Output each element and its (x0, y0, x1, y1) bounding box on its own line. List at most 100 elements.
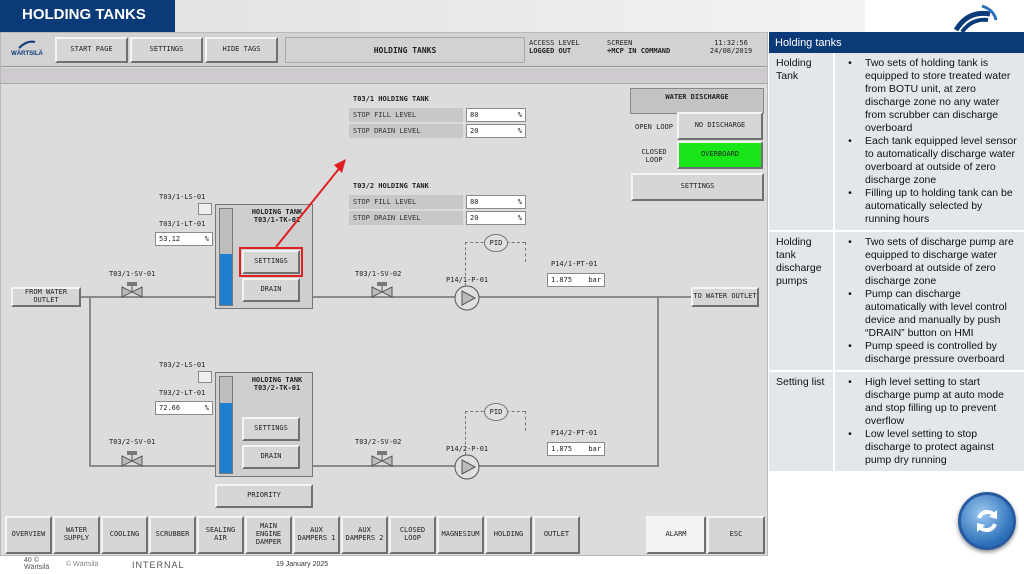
tank1-stop-fill-unit: % (517, 111, 522, 119)
nav-button-main-engine-damper[interactable]: MAIN ENGINE DAMPER (245, 516, 292, 554)
tank1-level-switch (198, 203, 212, 215)
bullet-icon: • (848, 57, 852, 69)
tank2-sv1-tag: T03/2-SV-01 (109, 438, 156, 446)
info-row-bullets: •Two sets of holding tank is equipped to… (835, 53, 1024, 230)
tank2-settings-button[interactable]: SETTINGS (242, 417, 300, 441)
nav-button-magnesium[interactable]: MAGNESIUM (437, 516, 484, 554)
tank2-title: HOLDING TANK T03/2-TK-01 (241, 376, 313, 392)
tank2-stop-fill-value: 80 (470, 198, 479, 206)
footer-page: 40 © Wärtsilä (24, 557, 49, 571)
tank2-stop-fill-label: STOP FILL LEVEL (349, 195, 463, 209)
esc-button[interactable]: ESC (707, 516, 765, 554)
refresh-icon[interactable] (958, 492, 1016, 550)
tank2-stop-fill-unit: % (517, 198, 522, 206)
tank2-stop-drain-label: STOP DRAIN LEVEL (349, 211, 463, 225)
nav-button-closed-loop[interactable]: CLOSED LOOP (389, 516, 436, 554)
hmi-top-bar (1, 33, 767, 67)
valve-icon[interactable] (371, 451, 393, 476)
tank1-stop-drain-input[interactable]: 20% (466, 124, 526, 138)
tank1-pid[interactable]: PID (484, 234, 508, 252)
nav-button-sealing-air[interactable]: SEALING AIR (197, 516, 244, 554)
nav-button-overview[interactable]: OVERVIEW (5, 516, 52, 554)
pid-link-2 (465, 411, 467, 455)
valve-icon[interactable] (121, 451, 143, 476)
nav-button-outlet[interactable]: OUTLET (533, 516, 580, 554)
nav-button-aux-dampers-1[interactable]: AUX DAMPERS 1 (293, 516, 340, 554)
tank2-pt-value: 1.875 (551, 445, 573, 453)
alarm-button[interactable]: ALARM (646, 516, 706, 554)
screen-value: +MCP IN COMMAND (607, 47, 671, 55)
priority-button[interactable]: PRIORITY (215, 484, 313, 508)
pid-link (465, 242, 467, 286)
info-row-label: Holding tank discharge pumps (769, 232, 835, 371)
info-row-label: Holding Tank (769, 53, 835, 231)
tank2-stop-fill-input[interactable]: 80% (466, 195, 526, 209)
bullet-icon: • (848, 288, 852, 301)
closed-loop-label: CLOSED LOOP (641, 148, 667, 164)
no-discharge-button[interactable]: NO DISCHARGE (677, 112, 763, 140)
screen-label: SCREEN (607, 39, 633, 47)
tank1-title: HOLDING TANK T03/1-TK-01 (241, 208, 313, 224)
tank1-settings-highlight (239, 247, 303, 277)
bullet-text: Low level setting to stop discharge to p… (865, 428, 994, 467)
tank1-pt-value: 1.875 (551, 276, 573, 284)
tank2-pid[interactable]: PID (484, 403, 508, 421)
access-level-value: LOGGED OUT (529, 47, 572, 55)
info-table-row: Setting list • High level setting to start… (769, 372, 1024, 474)
tank1-pt-tag: P14/1-PT-01 (551, 260, 598, 268)
start-page-button[interactable]: START PAGE (55, 37, 128, 63)
tank1-level-gauge (219, 208, 233, 306)
water-discharge-panel (630, 88, 764, 114)
pipe-line-2 (89, 465, 659, 467)
footer-date: 19 January 2025 (276, 561, 329, 568)
valve-icon[interactable] (371, 282, 393, 307)
tank2-drain-button[interactable]: DRAIN (242, 445, 300, 469)
settings-button[interactable]: SETTINGS (130, 37, 203, 63)
nav-button-holding[interactable]: HOLDING (485, 516, 532, 554)
tank2-lt-tag: T03/2-LT-01 (159, 389, 206, 397)
tank2-lt-unit: % (204, 404, 209, 412)
wartsila-logo-icon (938, 4, 1000, 34)
bullet-item: •Filling up to holding tank can be autom… (835, 187, 1020, 226)
pid-link-2v (525, 411, 526, 431)
pump-icon[interactable] (453, 454, 481, 485)
info-row-label: Setting list (769, 372, 835, 472)
tank2-stop-drain-input[interactable]: 20% (466, 211, 526, 225)
tank1-lt-value: 53.12 (159, 235, 181, 243)
bullet-text: High level setting to start discharge pu… (865, 376, 1004, 428)
bullet-icon: • (848, 376, 852, 389)
tank1-lt-tag: T03/1-LT-01 (159, 220, 206, 228)
pipe-left-riser (89, 296, 91, 466)
nav-button-scrubber[interactable]: SCRUBBER (149, 516, 196, 554)
info-table: Holding tanks Holding Tank•Two sets of h… (769, 32, 1024, 474)
valve-icon[interactable] (121, 282, 143, 307)
footer-copyright: © Wärtsilä (66, 561, 99, 568)
tank1-stop-fill-input[interactable]: 80% (466, 108, 526, 122)
footer-copyright-symbol: © (33, 557, 39, 564)
bullet-item: •Low level setting to stop discharge to … (835, 428, 1020, 467)
bullet-icon: • (848, 340, 852, 353)
tank1-settings-button[interactable]: SETTINGS (242, 250, 300, 274)
nav-button-water-supply[interactable]: WATER SUPPLY (53, 516, 100, 554)
bullet-text: Pump can discharge automatically with le… (865, 288, 1007, 340)
pump-icon[interactable] (453, 285, 481, 316)
discharge-settings-button[interactable]: SETTINGS (631, 173, 764, 201)
screen-info: SCREEN +MCP IN COMMAND (607, 39, 693, 55)
slide-title: HOLDING TANKS (0, 0, 175, 32)
hide-tags-button[interactable]: HIDE TAGS (205, 37, 278, 63)
tank2-sv2-tag: T03/2-SV-02 (355, 438, 402, 446)
from-water-outlet[interactable]: FROM WATER OUTLET (11, 287, 81, 307)
to-water-outlet[interactable]: TO WATER OUTLET (691, 287, 759, 307)
pid-link-v (525, 242, 526, 262)
tank1-drain-button[interactable]: DRAIN (242, 278, 300, 302)
nav-button-aux-dampers-2[interactable]: AUX DAMPERS 2 (341, 516, 388, 554)
bullet-item: •Pump speed is controlled by discharge p… (835, 340, 1020, 366)
footer-classification: INTERNAL (132, 560, 185, 570)
bullet-icon: • (848, 135, 852, 148)
overboard-button[interactable]: OVERBOARD (677, 141, 763, 169)
tank1-sv2-tag: T03/1-SV-02 (355, 270, 402, 278)
tank2-header: T03/2 HOLDING TANK (353, 182, 429, 190)
nav-button-cooling[interactable]: COOLING (101, 516, 148, 554)
